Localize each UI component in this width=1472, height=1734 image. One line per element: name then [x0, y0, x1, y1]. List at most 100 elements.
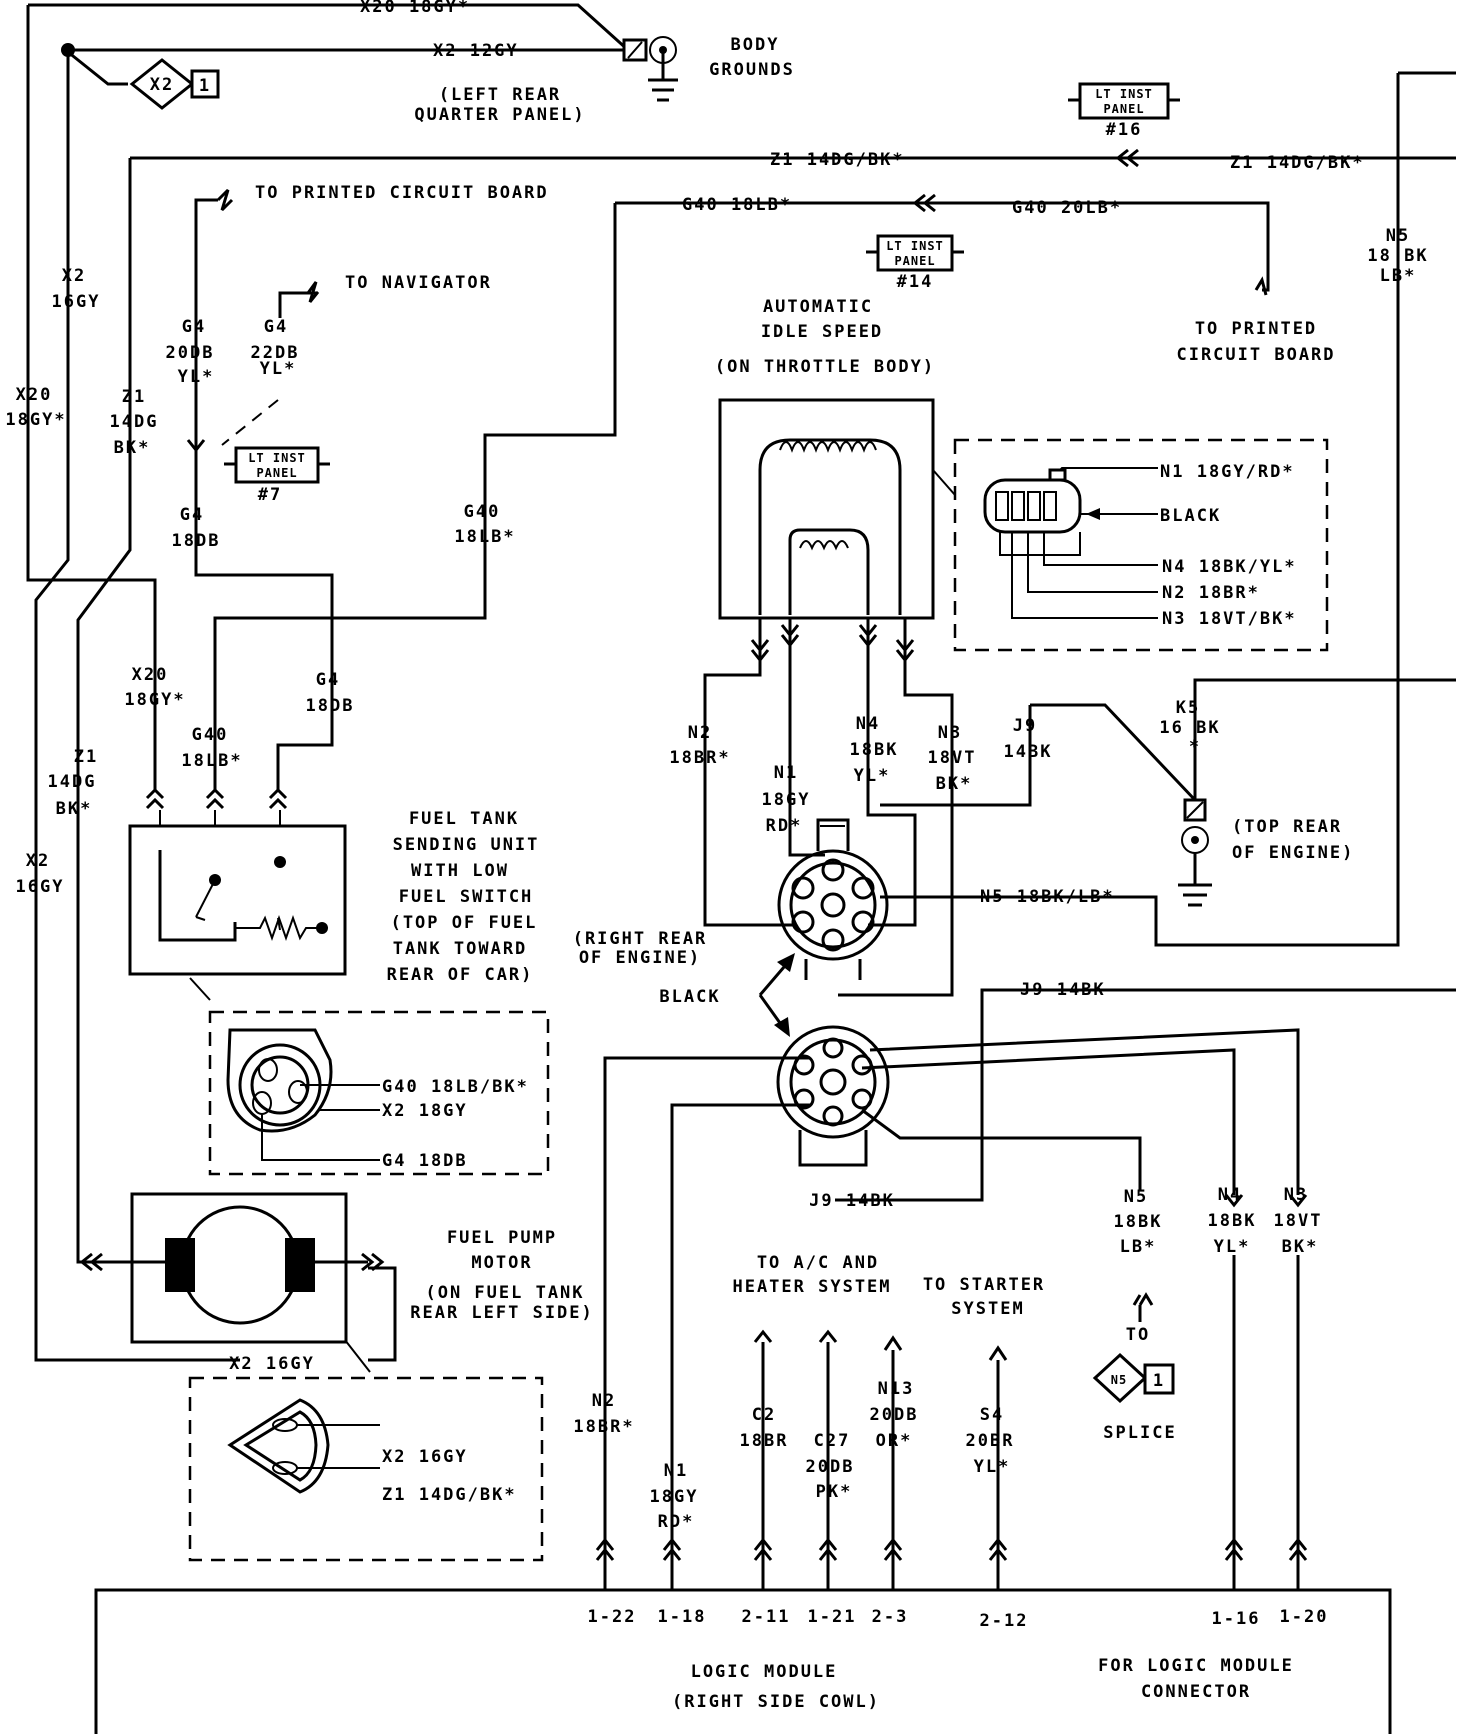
n4-eng-3: YL*: [854, 766, 891, 786]
sending-unit-2: SENDING UNIT: [393, 835, 540, 855]
splice-dot: [61, 43, 75, 57]
sending-unit-4: FUEL SWITCH: [399, 887, 534, 907]
fuel-pump-4: REAR LEFT SIDE): [410, 1303, 594, 1323]
x2-splice-num: 1: [199, 76, 211, 96]
break-marks: [216, 188, 1268, 1361]
label-circuit-board-2: CIRCUIT BOARD: [1176, 345, 1335, 365]
n2-low-1: N2: [592, 1391, 616, 1411]
inline-connector-icons: [79, 148, 1308, 1272]
label-g40-18lb-bk: G40 18LB/BK*: [382, 1077, 529, 1097]
pin-2-12: 2-12: [980, 1611, 1029, 1631]
z1-left-2: 14DG: [110, 412, 159, 432]
pin-1-16: 1-16: [1212, 1609, 1261, 1629]
label-z1-14dg-bk: Z1 14DG/BK*: [382, 1485, 517, 1505]
k5-ground-icon: [1178, 798, 1212, 907]
n4-low-2: 18BK: [1208, 1211, 1257, 1231]
fuel-pump-3: (ON FUEL TANK: [425, 1283, 584, 1303]
g40-low-2: 18LB*: [181, 751, 242, 771]
x20-mid-1: X20: [132, 665, 169, 685]
n4-low-1: N4: [1218, 1185, 1242, 1205]
label-n1-18gy-rd: N1 18GY/RD*: [1160, 462, 1295, 482]
c2-2: 18BR: [740, 1431, 789, 1451]
n1-low-1: N1: [664, 1461, 688, 1481]
label-for-logic-module: FOR LOGIC MODULE: [1098, 1656, 1294, 1676]
n1-eng-2: 18GY: [762, 790, 811, 810]
label-right-rear: (RIGHT REAR: [573, 929, 708, 949]
g40-mid-2: 18LB*: [454, 527, 515, 547]
label-g4-18db: G4 18DB: [382, 1151, 468, 1171]
panel14-num: #14: [897, 272, 934, 292]
n3-eng-2: 18VT: [928, 748, 977, 768]
k5-3: *: [1189, 737, 1201, 757]
inst-panel-7-icon: [224, 446, 330, 484]
g4-22db-2: 22DB: [251, 343, 300, 363]
inst-panel-16-icon: [1068, 82, 1180, 120]
g4-mid-1: G4: [316, 670, 340, 690]
logic-module-pin-arrows: [595, 1537, 1308, 1590]
g4-20db-1: G4: [182, 317, 206, 337]
fuel-pump-2: MOTOR: [471, 1253, 532, 1273]
x20-mid-2: 18GY*: [124, 690, 185, 710]
label-to-printed-2: TO PRINTED: [1195, 319, 1317, 339]
label-x2-18gy: X2 18GY: [382, 1101, 468, 1121]
panel7-line1: LT INST: [248, 451, 306, 465]
j9-eng-1: J9: [1013, 716, 1037, 736]
j9-eng-2: 14BK: [1004, 742, 1053, 762]
n5-low-1: N5: [1124, 1187, 1148, 1207]
x2-splice-label: X2: [150, 75, 174, 95]
n5-right-2: 18 BK: [1367, 246, 1428, 266]
label-to-navigator: TO NAVIGATOR: [345, 273, 492, 293]
pin-1-20: 1-20: [1280, 1607, 1329, 1627]
label-automatic: AUTOMATIC: [763, 297, 873, 317]
n4-eng-1: N4: [856, 714, 880, 734]
label-splice: SPLICE: [1103, 1423, 1176, 1443]
label-body: BODY: [731, 35, 780, 55]
n3-low-1: N3: [1284, 1185, 1308, 1205]
label-to-pcb-1: TO PRINTED CIRCUIT BOARD: [255, 183, 549, 203]
label-x2-top: X2 12GY: [433, 41, 519, 61]
logic-module-box: [94, 1588, 1392, 1734]
k5-1: K5: [1176, 698, 1200, 718]
label-top-rear: (TOP REAR: [1232, 817, 1342, 837]
z1-left-3: BK*: [114, 438, 151, 458]
x2-left-1: X2: [62, 266, 86, 286]
panel7-num: #7: [258, 485, 282, 505]
z1-low-1: Z1: [74, 747, 98, 767]
x20-left-1: X20: [16, 385, 53, 405]
pin-1-18: 1-18: [658, 1607, 707, 1627]
panel16-line1: LT INST: [1095, 87, 1153, 101]
wires: [26, 3, 1456, 1560]
n1-eng-3: RD*: [766, 816, 803, 836]
body-ground-icon: [622, 36, 678, 102]
n1-eng-1: N1: [774, 763, 798, 783]
fuel-tank-sending-unit-icon: [128, 824, 347, 976]
n13-3: OR*: [876, 1431, 913, 1451]
n1-low-2: 18GY: [650, 1487, 699, 1507]
panel14-line1: LT INST: [886, 239, 944, 253]
label-left-rear: (LEFT REAR: [439, 85, 561, 105]
panel14-line2: PANEL: [894, 254, 935, 268]
label-to-ac: TO A/C AND: [757, 1253, 879, 1273]
label-g40-18lb: G40 18LB*: [682, 195, 792, 215]
label-of-engine-2: OF ENGINE): [579, 948, 701, 968]
pin-1-22: 1-22: [588, 1607, 637, 1627]
sending-unit-1: FUEL TANK: [409, 809, 519, 829]
fuel-pump-1: FUEL PUMP: [447, 1228, 557, 1248]
label-to: TO: [1126, 1325, 1150, 1345]
n5-low-3: LB*: [1120, 1237, 1157, 1257]
panel7-line2: PANEL: [256, 466, 297, 480]
label-g40-20lb: G40 20LB*: [1012, 198, 1122, 218]
n2-low-2: 18BR*: [573, 1417, 634, 1437]
label-x2-16gy-conn: X2 16GY: [382, 1447, 468, 1467]
n5-splice-num: 1: [1153, 1371, 1165, 1391]
n5-right-3: LB*: [1380, 266, 1417, 286]
label-z1-top-left: Z1 14DG/BK*: [770, 150, 905, 170]
panel16-line2: PANEL: [1103, 102, 1144, 116]
black-pointer-arrows: [758, 953, 795, 1037]
sending-unit-3: WITH LOW: [411, 861, 509, 881]
label-to-starter: TO STARTER: [923, 1275, 1045, 1295]
idle-speed-motor-icon: [718, 398, 956, 620]
n3-low-3: BK*: [1282, 1237, 1319, 1257]
